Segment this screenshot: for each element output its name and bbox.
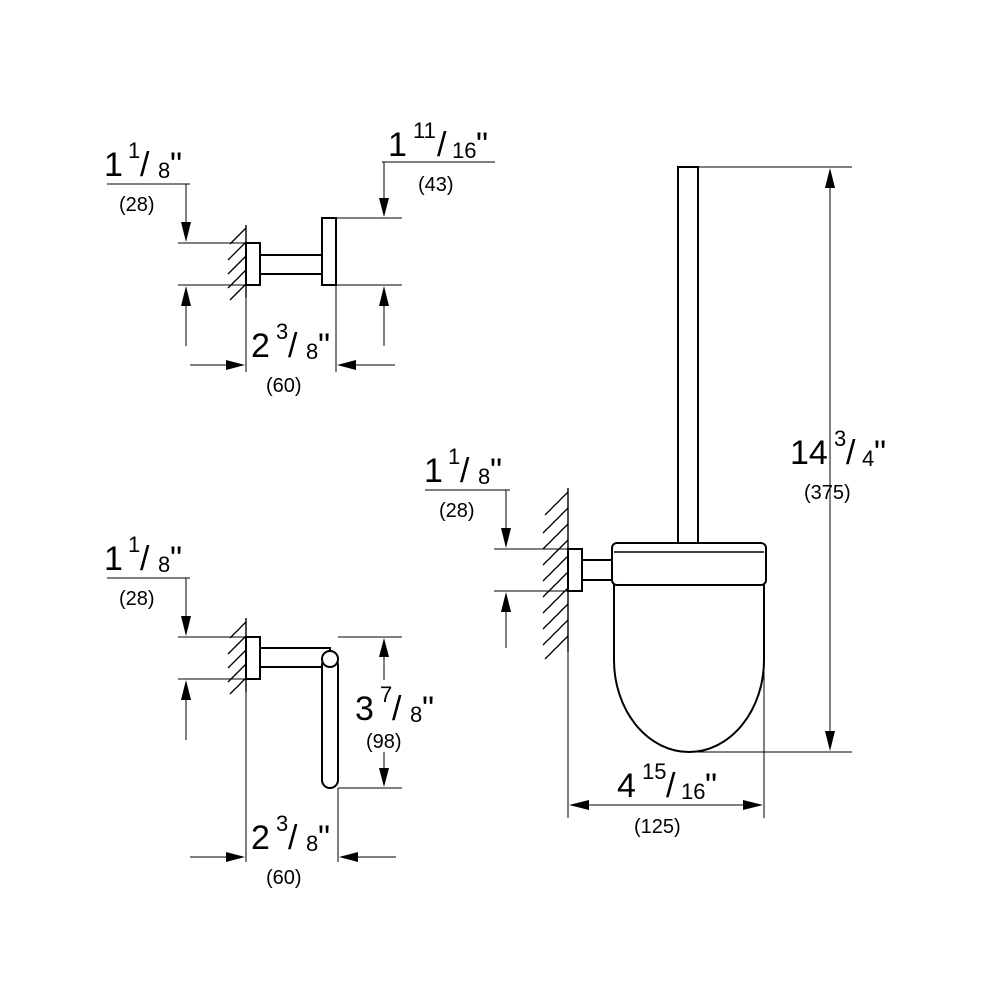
svg-text:3: 3 xyxy=(276,811,288,836)
svg-text:4: 4 xyxy=(862,446,874,471)
toilet-brush-view xyxy=(425,166,852,818)
dim-brush-depth: 1 1 / 8 " (28) xyxy=(424,444,502,522)
svg-text:8: 8 xyxy=(158,158,170,183)
svg-text:": " xyxy=(476,126,488,164)
svg-text:1: 1 xyxy=(104,540,123,578)
svg-text:8: 8 xyxy=(478,464,490,489)
svg-text:(28): (28) xyxy=(119,588,155,610)
svg-text:/: / xyxy=(140,540,150,578)
svg-text:/: / xyxy=(666,767,676,805)
dim-holder-height: 3 7 / 8 " (98) xyxy=(355,682,434,753)
svg-text:(60): (60) xyxy=(266,375,302,397)
svg-text:16: 16 xyxy=(452,138,476,163)
svg-text:3: 3 xyxy=(834,426,846,451)
svg-text:": " xyxy=(422,690,434,728)
svg-text:(125): (125) xyxy=(634,816,681,838)
svg-text:1: 1 xyxy=(104,146,123,184)
svg-text:3: 3 xyxy=(276,319,288,344)
robe-hook-view xyxy=(107,161,495,372)
svg-text:2: 2 xyxy=(251,327,270,365)
svg-text:": " xyxy=(874,434,886,472)
svg-text:3: 3 xyxy=(355,690,374,728)
dim-holder-depth: 1 1 / 8 " (28) xyxy=(104,532,182,610)
svg-text:(375): (375) xyxy=(804,482,851,504)
dim-hook-depth: 1 1 / 8 " (28) xyxy=(104,138,182,216)
dim-holder-projection: 2 3 / 8 " (60) xyxy=(251,811,330,889)
wall-hatching xyxy=(227,621,247,695)
svg-text:/: / xyxy=(140,146,150,184)
svg-text:1: 1 xyxy=(128,138,140,163)
svg-text:": " xyxy=(170,540,182,578)
paper-holder-view xyxy=(107,577,402,862)
svg-text:8: 8 xyxy=(410,702,422,727)
svg-text:/: / xyxy=(437,126,447,164)
dim-brush-height: 14 3 / 4 " (375) xyxy=(790,426,886,504)
svg-text:(28): (28) xyxy=(119,194,155,216)
svg-text:1: 1 xyxy=(128,532,140,557)
svg-text:": " xyxy=(318,327,330,365)
svg-text:16: 16 xyxy=(681,779,705,804)
svg-text:1: 1 xyxy=(448,444,460,469)
svg-text:": " xyxy=(490,452,502,490)
svg-text:(43): (43) xyxy=(418,174,454,196)
svg-text:7: 7 xyxy=(380,682,392,707)
svg-text:14: 14 xyxy=(790,434,828,472)
svg-text:/: / xyxy=(392,690,402,728)
svg-text:/: / xyxy=(460,452,470,490)
svg-text:8: 8 xyxy=(306,831,318,856)
svg-text:4: 4 xyxy=(617,767,636,805)
svg-text:1: 1 xyxy=(424,452,443,490)
svg-text:": " xyxy=(318,819,330,857)
svg-text:/: / xyxy=(846,434,856,472)
dim-hook-height: 1 11 / 16 " (43) xyxy=(388,118,488,196)
svg-text:2: 2 xyxy=(251,819,270,857)
svg-text:8: 8 xyxy=(158,552,170,577)
svg-text:(28): (28) xyxy=(439,500,475,522)
svg-text:(98): (98) xyxy=(366,731,402,753)
svg-text:/: / xyxy=(288,327,298,365)
svg-text:": " xyxy=(705,767,717,805)
svg-text:/: / xyxy=(288,819,298,857)
svg-text:15: 15 xyxy=(642,759,666,784)
wall-hatching xyxy=(542,491,569,660)
svg-text:1: 1 xyxy=(388,126,407,164)
svg-text:": " xyxy=(170,146,182,184)
svg-text:8: 8 xyxy=(306,339,318,364)
svg-text:11: 11 xyxy=(413,118,436,143)
wall-hatching xyxy=(227,227,247,301)
dim-hook-projection: 2 3 / 8 " (60) xyxy=(251,319,330,397)
dim-brush-width: 4 15 / 16 " (125) xyxy=(617,759,717,838)
svg-text:(60): (60) xyxy=(266,867,302,889)
